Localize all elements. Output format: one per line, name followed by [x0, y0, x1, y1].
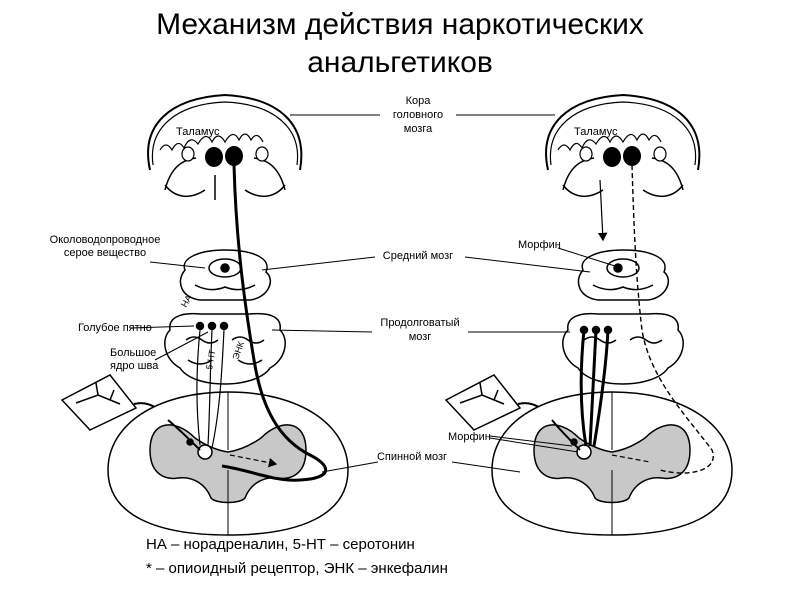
spinal-cord-label: Спинной мозг [377, 451, 447, 463]
right-brain [545, 93, 701, 197]
right-spinal-cord [491, 391, 733, 536]
raphe-label-line-1: Большое [110, 347, 156, 359]
right-panel: Таламус [444, 93, 733, 536]
left-brain [147, 93, 303, 200]
legend-line-1: НА – норадреналин, 5-НТ – серотонин [146, 536, 415, 553]
right-pathways [551, 164, 714, 474]
right-skin-patch [444, 374, 553, 431]
periaqueductal-label-line-1: Околоводопроводное [50, 234, 161, 246]
morphine-label-bottom: Морфин [448, 431, 491, 443]
left-thalamus-label: Таламус [176, 126, 220, 138]
raphe-label-line-2: ядро шва [110, 360, 159, 372]
center-labels: Кора головного мозга Околоводопроводное … [50, 95, 561, 463]
left-panel: Таламус НА 5-НТ ЭНК [60, 93, 349, 536]
title-line-1: Механизм действия наркотических [156, 8, 644, 41]
cortex-label-line-3: мозга [404, 123, 433, 135]
legend: НА – норадреналин, 5-НТ – серотонин * – … [146, 533, 448, 581]
right-midbrain [577, 249, 669, 301]
left-medulla [164, 312, 286, 385]
right-thalamus-label: Таламус [574, 126, 618, 138]
title-line-2: анальгетиков [307, 46, 493, 79]
legend-line-2: * – опиоидный рецептор, ЭНК – энкефалин [146, 560, 448, 577]
midbrain-label: Средний мозг [383, 250, 453, 262]
medulla-label-line-2: мозг [409, 331, 432, 343]
periaqueductal-label-line-2: серое вещество [64, 247, 146, 259]
cortex-label-line-1: Кора [406, 95, 432, 107]
leader-lines [129, 114, 616, 473]
cortex-label-line-2: головного [393, 109, 443, 121]
left-midbrain [179, 249, 271, 301]
morphine-label-top: Морфин [518, 239, 561, 251]
left-spinal-cord [107, 391, 349, 536]
locus-coeruleus-label: Голубое пятно [78, 322, 152, 334]
page-title: Механизм действия наркотических анальгет… [0, 6, 800, 82]
medulla-label-line-1: Продолговатый [380, 317, 459, 329]
left-pathways [167, 164, 328, 482]
